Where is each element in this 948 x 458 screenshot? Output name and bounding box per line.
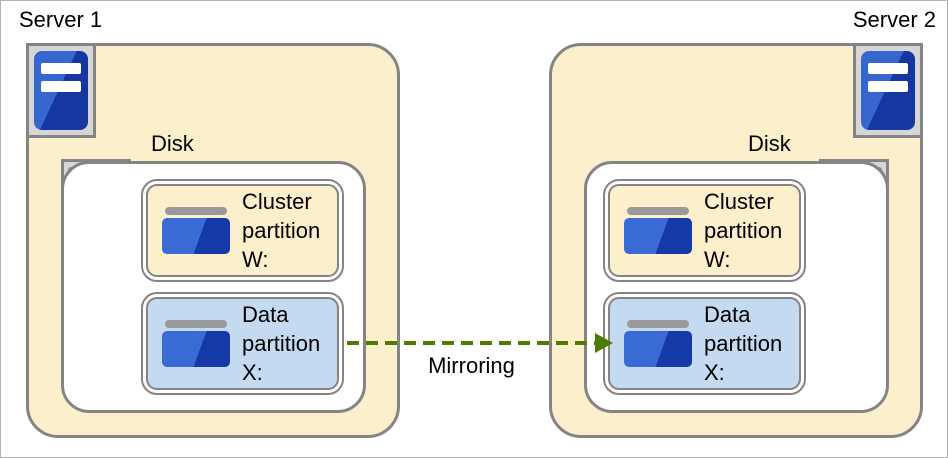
server1-data-partition-label: Data partition X: xyxy=(242,302,321,385)
server-icon-slot xyxy=(41,81,81,92)
server2-cluster-partition-inner: Cluster partition W: xyxy=(608,184,801,277)
server1-disk-box: Cluster partition W: Data partition X: xyxy=(61,161,366,413)
mirroring-label: Mirroring xyxy=(428,353,515,378)
partition-icon-bar xyxy=(627,207,689,215)
server1-disk-label: Disk xyxy=(151,131,194,156)
server2-box: Disk Cluster partition W: xyxy=(549,43,923,438)
server2-data-partition-label: Data partition X: xyxy=(704,302,783,385)
server1-data-partition-inner: Data partition X: xyxy=(146,297,339,390)
partition-icon-bar xyxy=(165,320,227,328)
server1-label: Server 1 xyxy=(19,7,103,32)
server2-disk-box: Cluster partition W: Data partition X: xyxy=(584,161,889,413)
server2-cluster-partition-label: Cluster partition W: xyxy=(704,189,783,272)
partition-icon-bar xyxy=(627,320,689,328)
server1-cluster-partition-inner: Cluster partition W: xyxy=(146,184,339,277)
server2-data-partition-inner: Data partition X: xyxy=(608,297,801,390)
partition-icon-body xyxy=(624,218,692,254)
server2-cluster-partition: Cluster partition W: xyxy=(603,179,806,282)
server1-box: Disk Cluster partition W: xyxy=(26,43,400,438)
server-icon-body xyxy=(861,51,915,130)
server-icon-slot xyxy=(41,63,81,74)
partition-icon xyxy=(162,320,230,367)
partition-icon xyxy=(624,320,692,367)
partition-icon-body xyxy=(624,331,692,367)
server1-cluster-partition-label: Cluster partition W: xyxy=(242,189,321,272)
server2-label: Server 2 xyxy=(852,7,936,32)
server1-cluster-partition: Cluster partition W: xyxy=(141,179,344,282)
server2-data-partition: Data partition X: xyxy=(603,292,806,395)
server-icon-body xyxy=(34,51,88,130)
server-icon-slot xyxy=(868,63,908,74)
partition-icon-bar xyxy=(165,207,227,215)
partition-icon-body xyxy=(162,218,230,254)
server2-disk-label: Disk xyxy=(748,131,791,156)
server1-data-partition: Data partition X: xyxy=(141,292,344,395)
server-icon-slot xyxy=(868,81,908,92)
server-icon xyxy=(26,43,96,138)
partition-icon xyxy=(624,207,692,254)
partition-icon xyxy=(162,207,230,254)
partition-icon-body xyxy=(162,331,230,367)
server-icon xyxy=(853,43,923,138)
